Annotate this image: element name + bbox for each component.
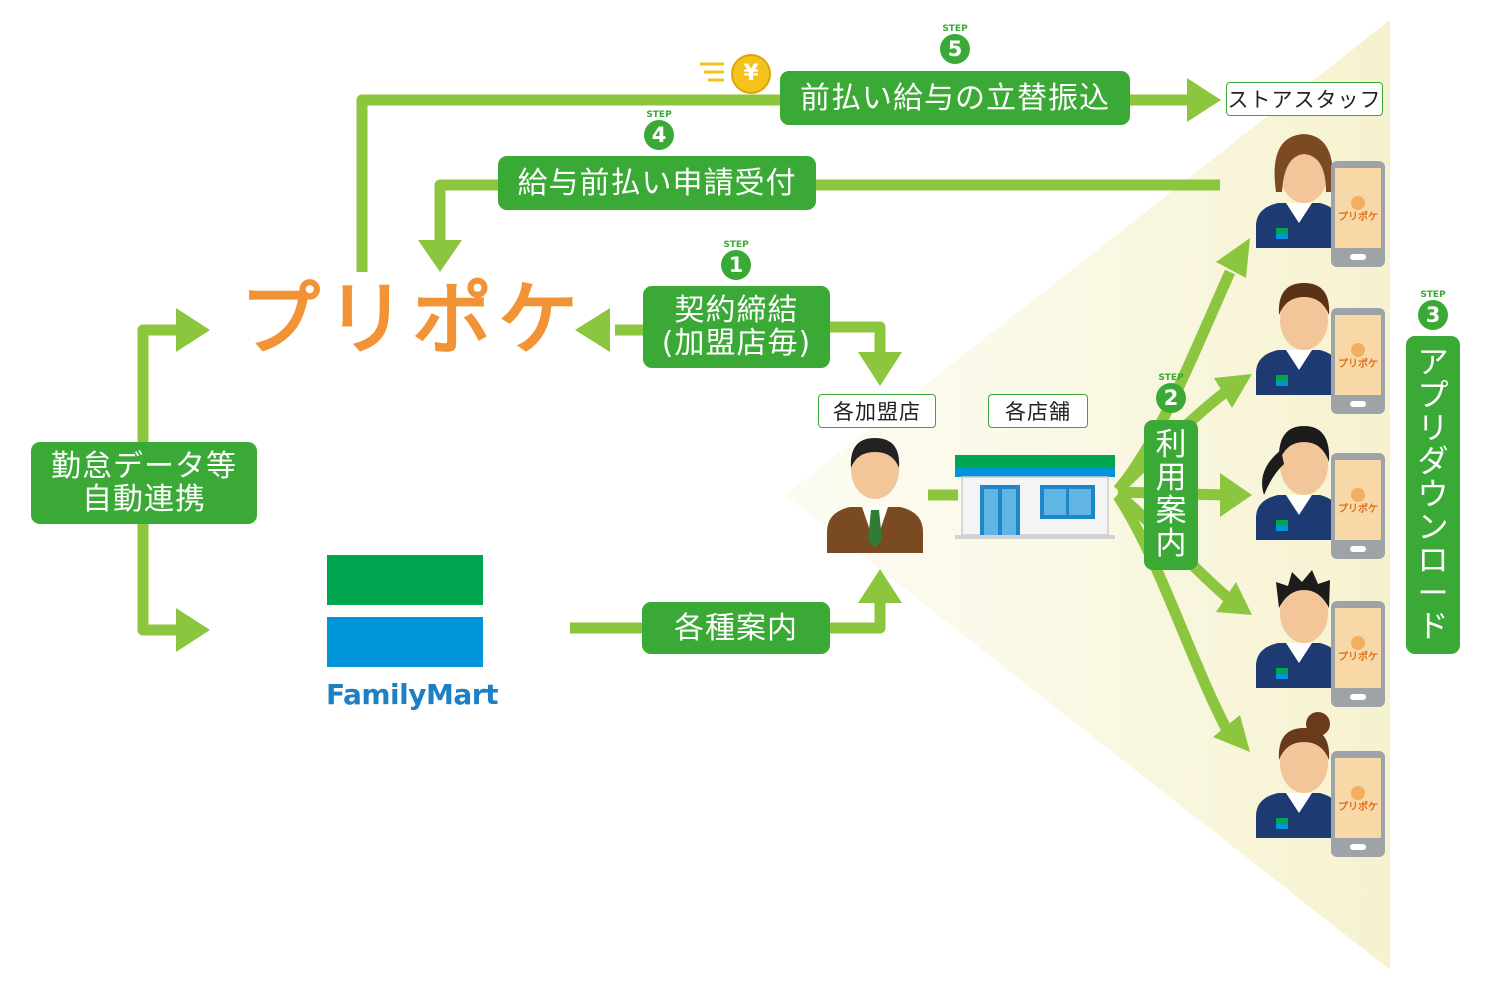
yen-coin-icon: ¥	[731, 54, 771, 94]
arrowhead-data-familymart	[176, 608, 210, 652]
vertical-char: 案	[1155, 493, 1187, 529]
vertical-char: 内	[1155, 526, 1187, 562]
vertical-char: ン	[1417, 509, 1449, 546]
person-icon	[827, 438, 923, 553]
familymart-blue-bar	[327, 617, 483, 667]
franchisee-label: 各加盟店	[818, 394, 936, 428]
app-screen-logo: プリポケ	[1338, 800, 1378, 813]
smartphone-icon: プリポケ	[1331, 601, 1385, 707]
arrowhead-fan-4	[1216, 582, 1252, 615]
vertical-char: ウ	[1417, 476, 1449, 513]
app-download-box: アプリダウンロード	[1406, 336, 1460, 654]
smartphone-icon: プリポケ	[1331, 751, 1385, 857]
staff-member: プリポケ	[1256, 426, 1385, 559]
pripoke-logo: プリポケ	[240, 273, 584, 366]
vertical-char: ア	[1417, 344, 1449, 381]
data-link-box: 勤怠データ等 自動連携	[31, 442, 257, 524]
arrowhead-fan-5	[1213, 715, 1250, 752]
coin-motion-lines	[700, 62, 724, 82]
step-badge-4: STEP 4	[642, 110, 676, 150]
familymart-logo-text: FamilyMart	[326, 678, 498, 711]
step-badge-2: STEP 2	[1154, 373, 1188, 413]
fan-line-5	[1113, 492, 1233, 735]
store-icon	[955, 455, 1115, 539]
each-store-label: 各店舗	[988, 394, 1088, 428]
app-screen-logo: プリポケ	[1338, 502, 1378, 515]
arrowhead-fan-1	[1216, 238, 1250, 278]
familymart-green-bar	[327, 555, 483, 605]
vertical-char: ド	[1417, 608, 1449, 645]
arrow-application	[434, 179, 1220, 248]
arrowhead-guidance	[858, 569, 902, 603]
staff-member: プリポケ	[1256, 134, 1385, 267]
smartphone-icon: プリポケ	[1331, 308, 1385, 414]
contract-box: 契約締結 (加盟店毎)	[643, 286, 830, 368]
arrowhead-to-pripoke-right	[575, 308, 610, 352]
vertical-char: ー	[1417, 575, 1449, 612]
arrow-contract-to-franchisee	[830, 321, 886, 358]
app-screen-logo: プリポケ	[1338, 650, 1378, 663]
vertical-char: ダ	[1417, 443, 1449, 480]
application-receipt-box: 給与前払い申請受付	[498, 156, 816, 210]
staff-member: プリポケ	[1256, 712, 1385, 857]
advance-transfer-box: 前払い給与の立替振込	[780, 71, 1130, 125]
arrowhead-to-staff	[1187, 78, 1221, 122]
arrowhead-to-franchisee	[858, 352, 902, 386]
step-badge-3: STEP 3	[1416, 290, 1450, 330]
step-badge-1: STEP 1	[719, 240, 753, 280]
staff-member: プリポケ	[1256, 570, 1385, 707]
step-badge-5: STEP 5	[938, 24, 972, 64]
staff-member: プリポケ	[1256, 283, 1385, 414]
guidance-box: 各種案内	[642, 602, 830, 654]
arrowhead-to-pripoke-top	[418, 240, 462, 272]
vertical-char: ロ	[1417, 542, 1449, 579]
arrowhead-fan-2	[1214, 374, 1252, 408]
usage-guide-box: 利用案内	[1144, 420, 1198, 570]
vertical-char: プ	[1417, 377, 1449, 414]
store-staff-label: ストアスタッフ	[1226, 82, 1383, 116]
app-screen-logo: プリポケ	[1338, 357, 1378, 370]
arrowhead-fan-3	[1220, 473, 1252, 517]
app-screen-logo: プリポケ	[1338, 210, 1378, 223]
vertical-char: 用	[1155, 460, 1187, 496]
vertical-char: 利	[1155, 427, 1187, 463]
smartphone-icon: プリポケ	[1331, 453, 1385, 559]
smartphone-icon: プリポケ	[1331, 161, 1385, 267]
vertical-char: リ	[1417, 410, 1449, 447]
arrowhead-data-pripoke	[176, 308, 210, 352]
